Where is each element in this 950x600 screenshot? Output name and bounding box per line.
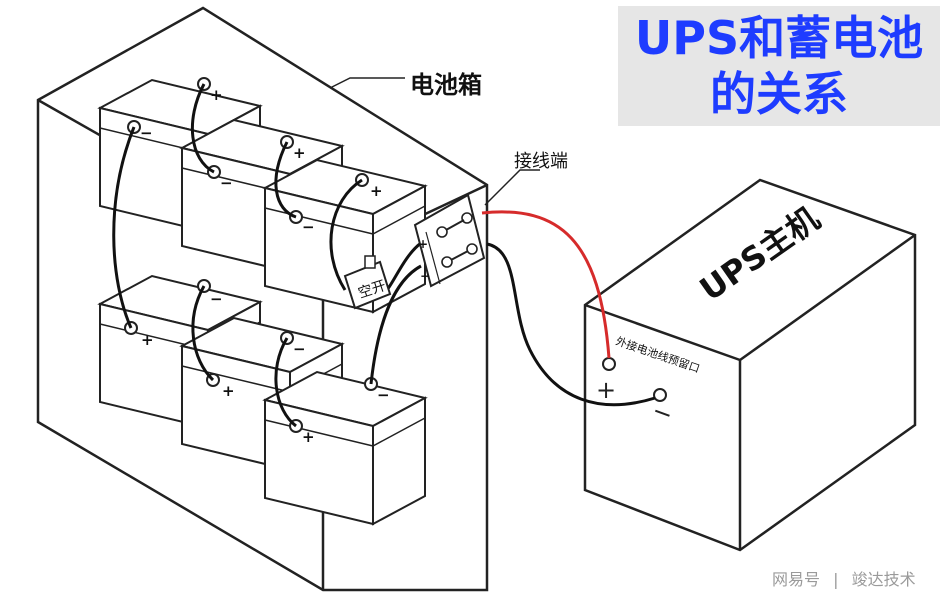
svg-text:+: + xyxy=(370,182,383,200)
svg-text:−: − xyxy=(302,218,315,236)
positive-wire xyxy=(481,210,611,359)
svg-text:+: + xyxy=(210,86,223,104)
svg-text:+: + xyxy=(222,382,235,400)
breaker: 空开 xyxy=(343,255,392,310)
title-box: UPS和蓄电池 的关系 xyxy=(618,6,940,126)
ups-host: UPS主机 外接电池线预留口 + − xyxy=(583,178,917,552)
terminal-pointer xyxy=(484,169,540,206)
ups-positive-port xyxy=(602,357,616,371)
title-line-1: UPS和蓄电池 xyxy=(634,11,924,65)
battery-box-pointer xyxy=(329,77,405,89)
battery-box-label: 电池箱 xyxy=(410,71,482,99)
svg-text:−: − xyxy=(293,340,306,358)
battery-6 xyxy=(264,371,426,525)
svg-text:−: − xyxy=(377,386,390,404)
watermark-separator: | xyxy=(833,570,839,589)
terminal-block-label: 接线端 xyxy=(514,151,568,172)
svg-text:−: − xyxy=(210,290,223,308)
ups-negative-port xyxy=(653,388,667,402)
watermark-author: 竣达技术 xyxy=(851,570,916,589)
title-line-2: 的关系 xyxy=(710,67,848,121)
svg-text:−: − xyxy=(420,269,430,283)
inter-battery-wires xyxy=(112,83,422,428)
terminal-block xyxy=(413,193,486,288)
negative-wire xyxy=(486,242,656,407)
watermark: 网易号 | 竣达技术 xyxy=(772,566,916,590)
svg-text:+: + xyxy=(293,144,306,162)
svg-text:−: − xyxy=(220,174,233,192)
polarity-marks: + − + − + − − + − + − + + − xyxy=(140,86,430,446)
svg-text:+: + xyxy=(418,237,428,251)
svg-text:+: + xyxy=(141,331,154,349)
svg-text:+: + xyxy=(302,428,315,446)
ups-plus-sign: + xyxy=(596,376,616,404)
svg-text:−: − xyxy=(140,124,153,142)
watermark-platform: 网易号 xyxy=(772,570,821,589)
